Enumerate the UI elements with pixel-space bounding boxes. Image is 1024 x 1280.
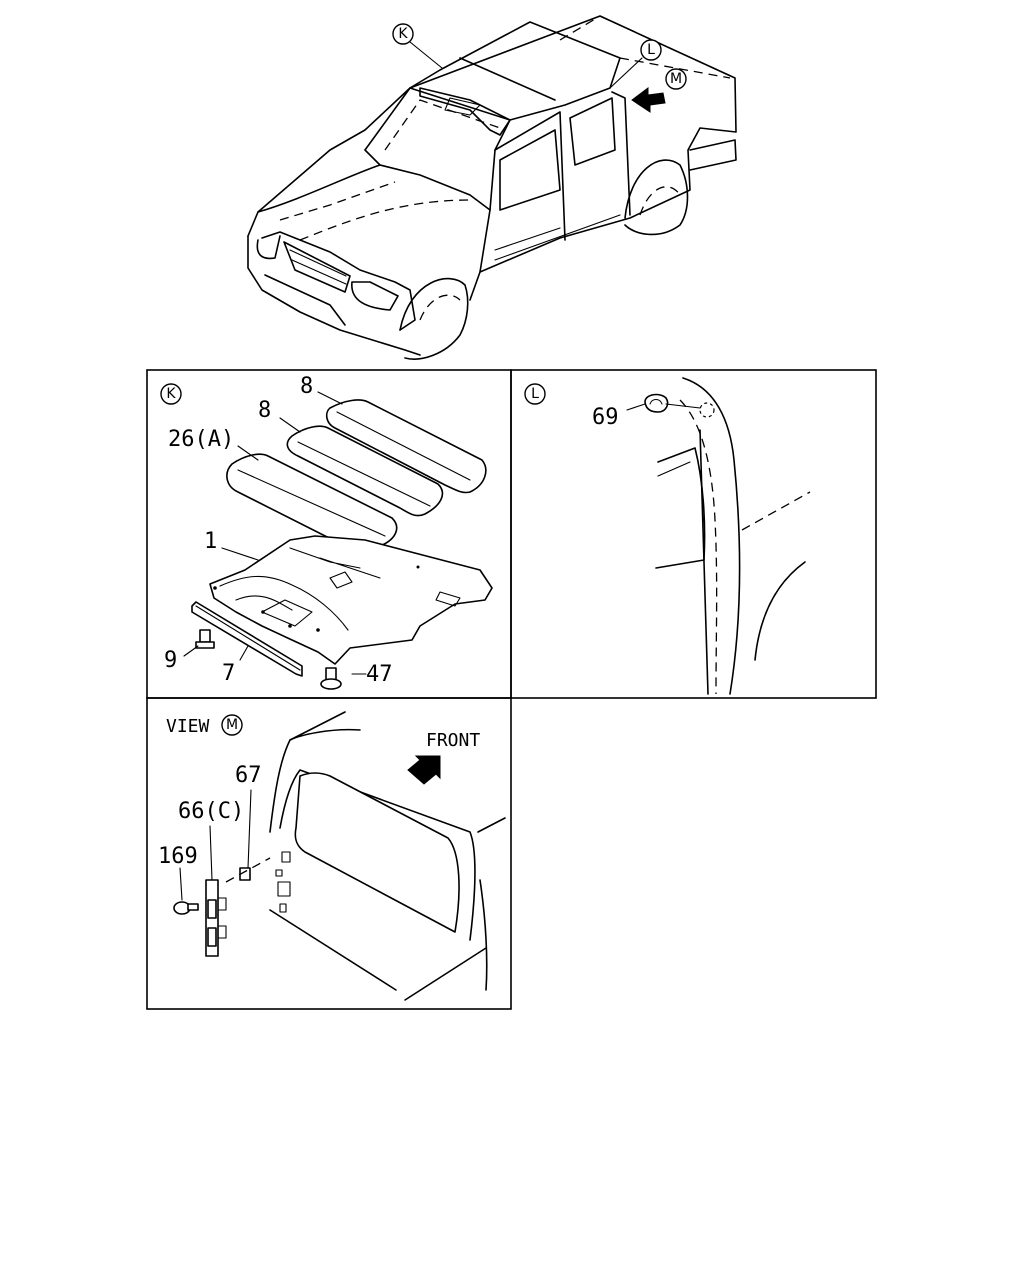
front-label: FRONT	[426, 730, 480, 751]
svg-text:K: K	[166, 386, 176, 402]
callout-m-panel: M	[221, 714, 243, 736]
grommet-69	[644, 393, 669, 413]
panel-m: VIEW M FRONT	[158, 711, 506, 1001]
view-label: VIEW	[166, 716, 210, 737]
svg-text:M: M	[226, 717, 238, 733]
front-arrow-icon	[407, 755, 441, 785]
part-label: 66(C)	[178, 799, 244, 824]
clip-67	[239, 867, 251, 881]
part-label: 1	[204, 529, 217, 554]
rear-window	[294, 772, 460, 933]
svg-text:M: M	[670, 71, 682, 87]
part-label: 69	[592, 405, 619, 430]
panel-l: L 69	[524, 377, 811, 695]
part-label: 7	[222, 661, 235, 686]
panel-m-frame	[146, 697, 512, 1010]
part-label: 8	[258, 398, 271, 423]
fastener-47	[320, 667, 342, 690]
part-label: 26(A)	[168, 427, 234, 452]
svg-text:K: K	[398, 26, 408, 42]
truck-overview	[247, 15, 737, 360]
part-label: 9	[164, 648, 177, 673]
panel-k: K	[160, 374, 493, 690]
callout-m-top: M	[665, 68, 687, 90]
callout-l-panel: L	[524, 383, 546, 405]
part-label: 67	[235, 763, 262, 788]
part-label: 47	[366, 662, 393, 687]
panel-l-frame	[510, 369, 877, 699]
callout-l-top: L	[640, 39, 662, 61]
callout-k-top: K	[392, 23, 414, 45]
svg-text:L: L	[531, 386, 539, 402]
part-label: 169	[158, 844, 198, 869]
part-label: 8	[300, 374, 313, 399]
clip-9	[195, 629, 215, 649]
callout-k-panel: K	[160, 383, 182, 405]
headliner	[209, 535, 493, 665]
screw-169	[173, 901, 199, 915]
svg-text:L: L	[647, 42, 655, 58]
pad-rear	[325, 399, 487, 494]
bracket-66c	[205, 879, 227, 957]
